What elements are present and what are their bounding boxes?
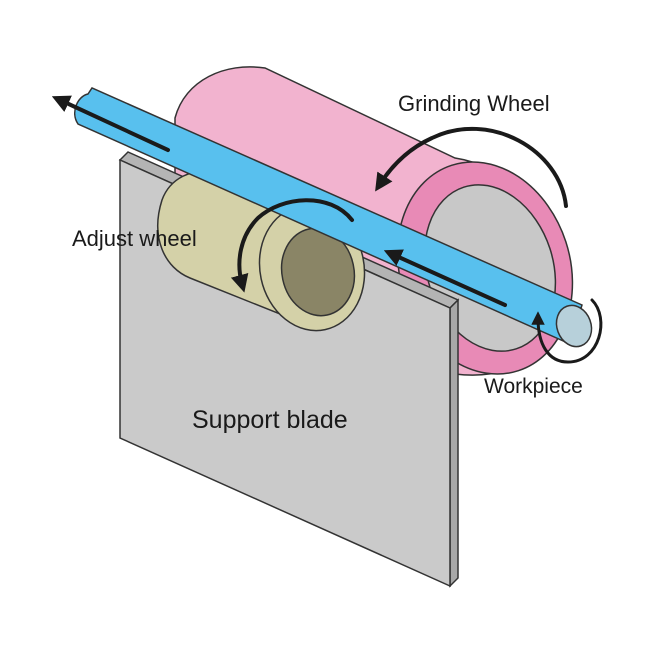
grinding-wheel-rotation-arrow (375, 126, 568, 208)
adjust-wheel-rotation-arrow (230, 198, 354, 293)
feed-arrow-middle (383, 249, 507, 307)
support-blade-side-edge (449, 298, 459, 588)
adjust-wheel-bore (280, 227, 356, 317)
motion-arrows (51, 95, 603, 364)
workpiece-rotation-arrow (531, 298, 603, 364)
workpiece-label: Workpiece (484, 375, 583, 398)
workpiece-end (555, 304, 593, 348)
grinding-wheel-label: Grinding Wheel (398, 91, 550, 116)
support-blade-label: Support blade (192, 406, 348, 434)
workpiece (74, 87, 593, 348)
adjust-wheel-label: Adjust wheel (72, 226, 197, 251)
feed-arrow-left (51, 95, 170, 152)
